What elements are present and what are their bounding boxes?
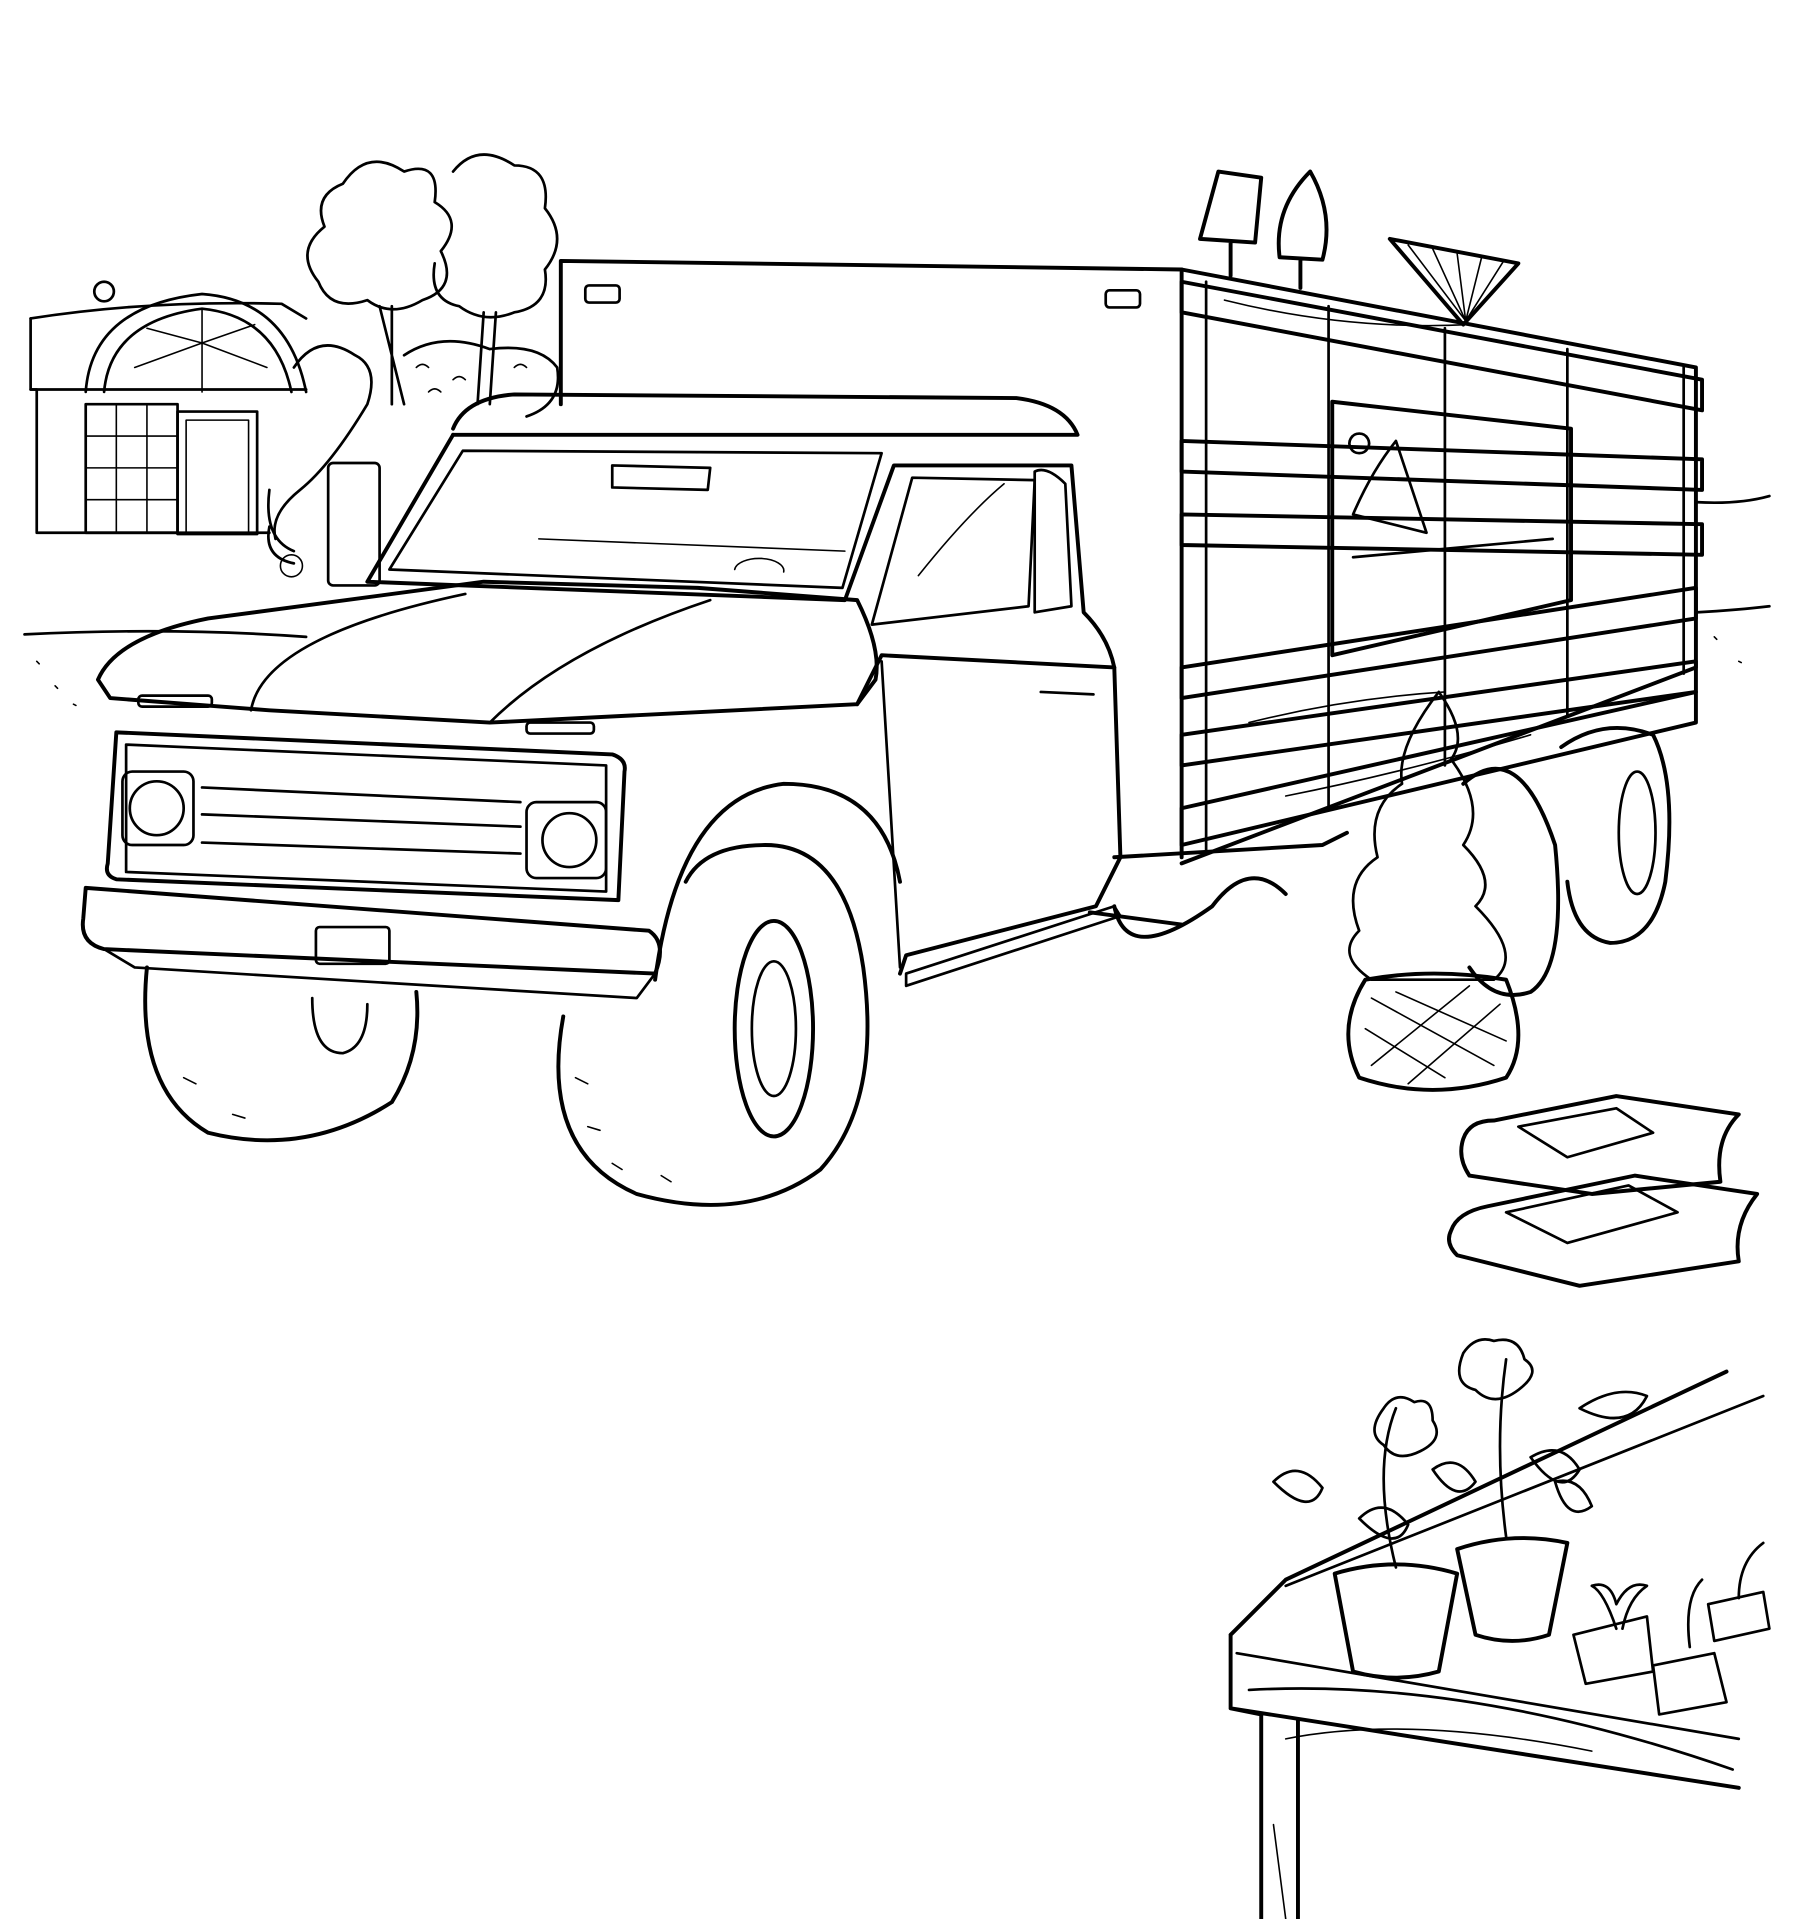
potting-table-with-plants: [1228, 1338, 1771, 1919]
truck-box: [558, 169, 1704, 866]
trees: [267, 153, 560, 578]
ground-lines: [23, 494, 1771, 707]
potted-shrub: [1346, 690, 1521, 1092]
soil-bags: [1447, 1094, 1760, 1288]
greenhouse: [29, 280, 308, 536]
truck-cab: [80, 392, 1349, 1000]
truck-wheels: [143, 725, 1672, 1207]
